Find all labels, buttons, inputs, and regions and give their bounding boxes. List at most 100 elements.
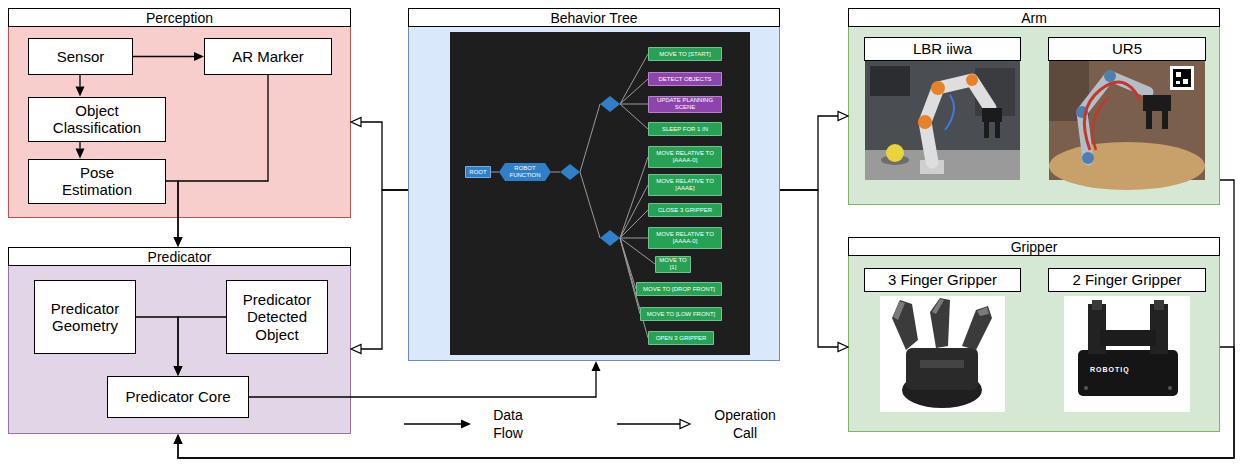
bt-diamond [560, 164, 580, 180]
bt-action-node: DETECT OBJECTS [648, 72, 722, 86]
process-box: Predicator Detected Object [226, 280, 328, 354]
node-label: ROOT [469, 169, 486, 176]
bt-tree-lines [580, 172, 600, 238]
arrowhead [174, 434, 183, 444]
legend-operation-call-sample [680, 420, 690, 429]
legend-label: Operation Call [705, 406, 785, 442]
node-label: UPDATE PLANNING SCENE [649, 97, 721, 110]
bt-hexagon-node: ROBOT FUNCTION [499, 163, 551, 181]
connector-line [491, 172, 499, 173]
ur5-photo [1082, 76, 1148, 160]
two-finger-gripper-photo [1064, 296, 1190, 412]
process-box: Pose Estimation [28, 159, 166, 204]
bt-screenshot [450, 32, 750, 355]
bt-action-node: MOVE RELATIVE TO [AAAA-0] [648, 146, 722, 168]
node-label: MOVE RELATIVE TO [AAAE] [649, 178, 721, 191]
bt-action-node: MOVE TO [DROP FRONT] [636, 282, 722, 296]
node-label: OPEN 3 GRIPPER [656, 335, 707, 342]
group-panel: Gripper3 Finger Gripper2 Finger Gripper [848, 237, 1220, 432]
connector-line [361, 122, 408, 190]
arrowhead [174, 434, 183, 444]
ur5-photo [1092, 98, 1108, 150]
connector-line [166, 181, 178, 237]
connector-line [780, 190, 838, 347]
bt-action-node: MOVE RELATIVE TO [AAAA-0] [648, 227, 722, 249]
group-panel: Behavior TreeROOT ROBOT FUNCTION MOVE TO [… [408, 8, 780, 361]
panel-header: Perception [8, 8, 351, 27]
panel-header: Behavior Tree [408, 8, 780, 27]
panel-title: Gripper [1011, 239, 1058, 255]
bt-action-node: MOVE RELATIVE TO [AAAE] [648, 174, 722, 196]
ur5-photo [1049, 61, 1205, 190]
legend-operation-call-sample [617, 420, 690, 429]
connector [174, 75, 269, 247]
connector-line [178, 75, 268, 237]
ur5-photo [1170, 66, 1194, 90]
connector [133, 52, 204, 61]
panel-title: 3 Finger Gripper [888, 271, 997, 289]
node-label: DETECT OBJECTS [658, 76, 711, 83]
bt-action-node: MOVE TO [START] [648, 47, 722, 61]
arrowhead [351, 118, 361, 127]
arrowhead [174, 366, 183, 376]
arrowhead [194, 52, 204, 61]
bt-tree-lines [580, 104, 600, 172]
three-finger-gripper-photo [880, 296, 1005, 412]
ur5-photo [1183, 79, 1188, 84]
connector [76, 75, 85, 97]
connector [780, 190, 848, 352]
process-box: Predicator Geometry [34, 280, 136, 354]
lbr-iiwa-photo [982, 108, 1002, 122]
node-label: MOVE TO [LOW FRONT] [647, 311, 715, 318]
legend-operation-call-sample [617, 423, 680, 424]
panel-header: Predicator [8, 247, 351, 266]
connector-line [79, 75, 80, 87]
bt-action-node: MOVE TO [LOW FRONT] [640, 307, 722, 321]
three-finger-gripper-photo [930, 298, 950, 348]
two-finger-gripper-photo [1084, 386, 1088, 390]
two-finger-gripper-photo [1154, 300, 1164, 310]
panel-title: LBR iiwa [913, 40, 972, 58]
node-label: CLOSE 3 GRIPPER [658, 207, 712, 214]
arrowhead [838, 112, 848, 121]
photo-card: LBR iiwa [864, 37, 1021, 180]
connector-line [136, 317, 178, 366]
lbr-iiwa-photo [886, 144, 904, 162]
lbr-iiwa-photo [918, 115, 932, 129]
arrowhead [76, 87, 85, 97]
arrowhead [592, 361, 601, 371]
connector [174, 347, 1235, 458]
bt-diamond [600, 230, 620, 246]
panel-title: Arm [1021, 10, 1047, 26]
ur5-photo [1162, 111, 1168, 129]
panel-header: Gripper [848, 237, 1220, 256]
bt-action-node: CLOSE 3 GRIPPER [648, 203, 722, 217]
connector-line [178, 180, 1234, 458]
ur5-photo [1176, 72, 1181, 77]
node-label: Predicator Geometry [40, 300, 130, 335]
arrowhead [351, 345, 361, 354]
two-finger-gripper-photo [1064, 296, 1190, 412]
node-label: Predicator Detected Object [237, 291, 317, 343]
connector [174, 317, 227, 376]
node-label: MOVE TO [1] [656, 257, 690, 270]
photo-card: 3 Finger Gripper [864, 268, 1021, 414]
connector-line [178, 347, 1234, 458]
lbr-iiwa-photo [865, 61, 1020, 180]
bt-action-node: OPEN 3 GRIPPER [648, 331, 714, 345]
connector [174, 180, 1235, 458]
ur5-photo [1049, 61, 1089, 121]
connector [136, 317, 183, 376]
photo-header: 3 Finger Gripper [864, 268, 1021, 292]
two-finger-gripper-photo [1150, 304, 1168, 354]
connector [491, 172, 499, 173]
three-finger-gripper-photo [893, 301, 905, 320]
bt-action-node: UPDATE PLANNING SCENE [648, 96, 722, 113]
connector [780, 112, 848, 191]
connector-line [79, 142, 80, 149]
connector [351, 118, 408, 191]
three-finger-gripper-photo [906, 348, 978, 390]
ur5-photo [1143, 95, 1171, 111]
two-finger-gripper-photo [1168, 386, 1172, 390]
